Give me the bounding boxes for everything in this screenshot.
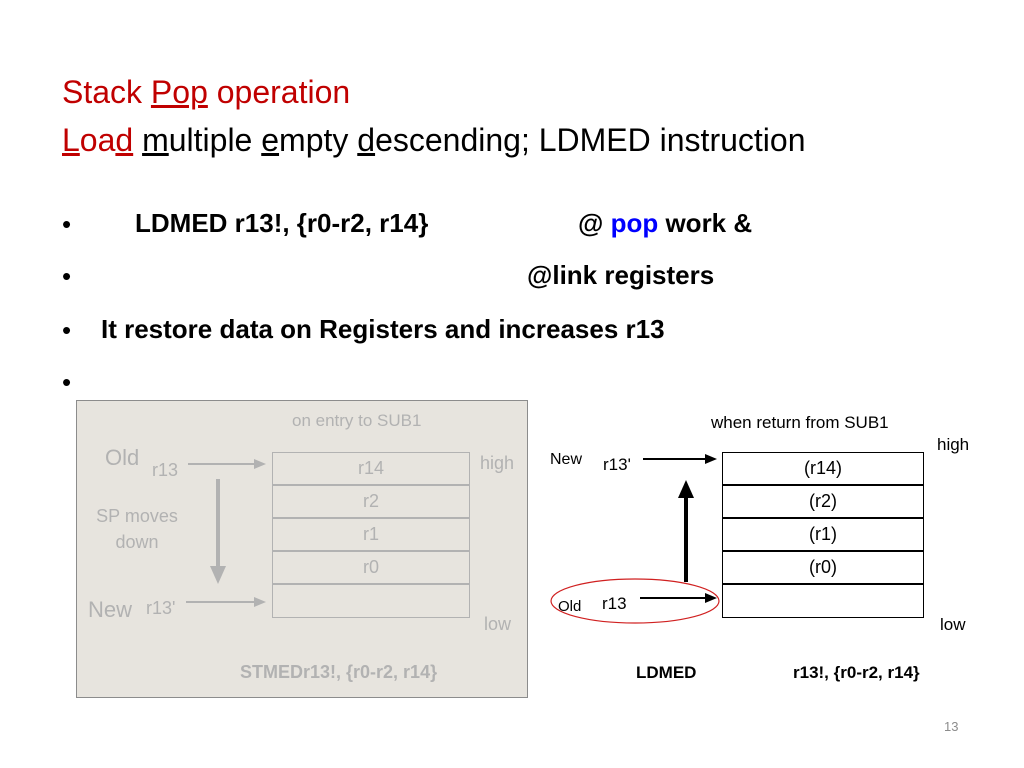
bullet-1-comment: @ pop work & [578, 210, 752, 236]
title-word-mpty: mpty [279, 122, 358, 158]
bullet-dot-3: • [62, 315, 72, 345]
right-stack-cell-r0: (r0) [722, 551, 924, 584]
right-new-label: New [550, 451, 583, 468]
bullet-1-at: @ [578, 208, 611, 238]
title-letter-d2: d [357, 122, 376, 158]
left-high-label: high [480, 453, 515, 473]
left-r13-prime-arrowhead [254, 597, 266, 607]
title-word-operation: operation [207, 74, 351, 110]
title-word-escending: escending; LDMED instruction [375, 122, 806, 158]
bullet-1-instruction: LDMED r13!, {r0-r2, r14} [135, 208, 429, 238]
bullet-dot-4: • [62, 367, 72, 397]
bullet-2-text: @link registers [527, 260, 715, 290]
right-heading: when return from SUB1 [711, 413, 889, 432]
left-sp-down-arrowhead [210, 566, 226, 584]
title-word-pop: Pop [150, 74, 208, 110]
right-high-label: high [937, 435, 970, 454]
left-stack-cell-r1: r1 [272, 518, 470, 551]
left-stack-cell-empty [272, 584, 470, 618]
left-sp-moves-line1: SP moves [96, 506, 178, 526]
left-r13-arrowhead [254, 459, 266, 469]
left-low-label: low [484, 614, 512, 634]
right-r13-prime-label: r13' [603, 455, 631, 474]
left-caption: STMEDr13!, {r0-r2, r14} [240, 662, 438, 682]
left-old-label: Old [105, 445, 140, 470]
right-old-label: Old [558, 598, 582, 615]
bullet-dot-1: • [62, 209, 72, 239]
slide-title-line2: Load multiple empty descending; LDMED in… [62, 124, 805, 156]
right-stack-cell-r1: (r1) [722, 518, 924, 551]
left-stack-cell-r14: r14 [272, 452, 470, 485]
page-number: 13 [944, 719, 959, 734]
left-diagram-panel [76, 400, 528, 698]
title-letter-d: d [115, 122, 134, 158]
bullet-1-work: work & [658, 208, 753, 238]
right-r13-label: r13 [602, 594, 627, 613]
bullet-3-text: It restore data on Registers and increas… [101, 314, 665, 344]
left-sp-moves-line2: down [115, 532, 159, 552]
old-r13-highlight-ellipse [550, 578, 720, 624]
left-heading: on entry to SUB1 [292, 411, 422, 430]
bullet-dot-2: • [62, 261, 72, 291]
right-r13-arrowhead [705, 593, 717, 603]
title-letter-e: e [261, 122, 280, 158]
left-new-label: New [88, 597, 133, 622]
right-low-label: low [940, 615, 966, 634]
right-caption-instruction: LDMED [636, 663, 697, 682]
left-stack-cell-r2: r2 [272, 485, 470, 518]
title-letter-m: m [142, 122, 169, 158]
right-stack-cell-r14: (r14) [722, 452, 924, 485]
title-word-stack: Stack [62, 74, 151, 110]
title-letter-l: L [62, 122, 80, 158]
slide-title-line1: Stack Pop operation [62, 76, 350, 108]
right-r13-prime-arrowhead [705, 454, 717, 464]
right-caption-operands: r13!, {r0-r2, r14} [793, 663, 920, 682]
left-r13-label: r13 [152, 460, 179, 480]
right-sp-up-arrowhead [678, 480, 694, 498]
right-stack-cell-r2: (r2) [722, 485, 924, 518]
right-stack-cell-empty [722, 584, 924, 618]
left-r13-prime-label: r13' [146, 598, 176, 618]
left-stack-cell-r0: r0 [272, 551, 470, 584]
title-letters-oa: oa [79, 122, 116, 158]
bullet-1-pop: pop [610, 208, 659, 238]
title-word-ultiple: ultiple [168, 122, 262, 158]
